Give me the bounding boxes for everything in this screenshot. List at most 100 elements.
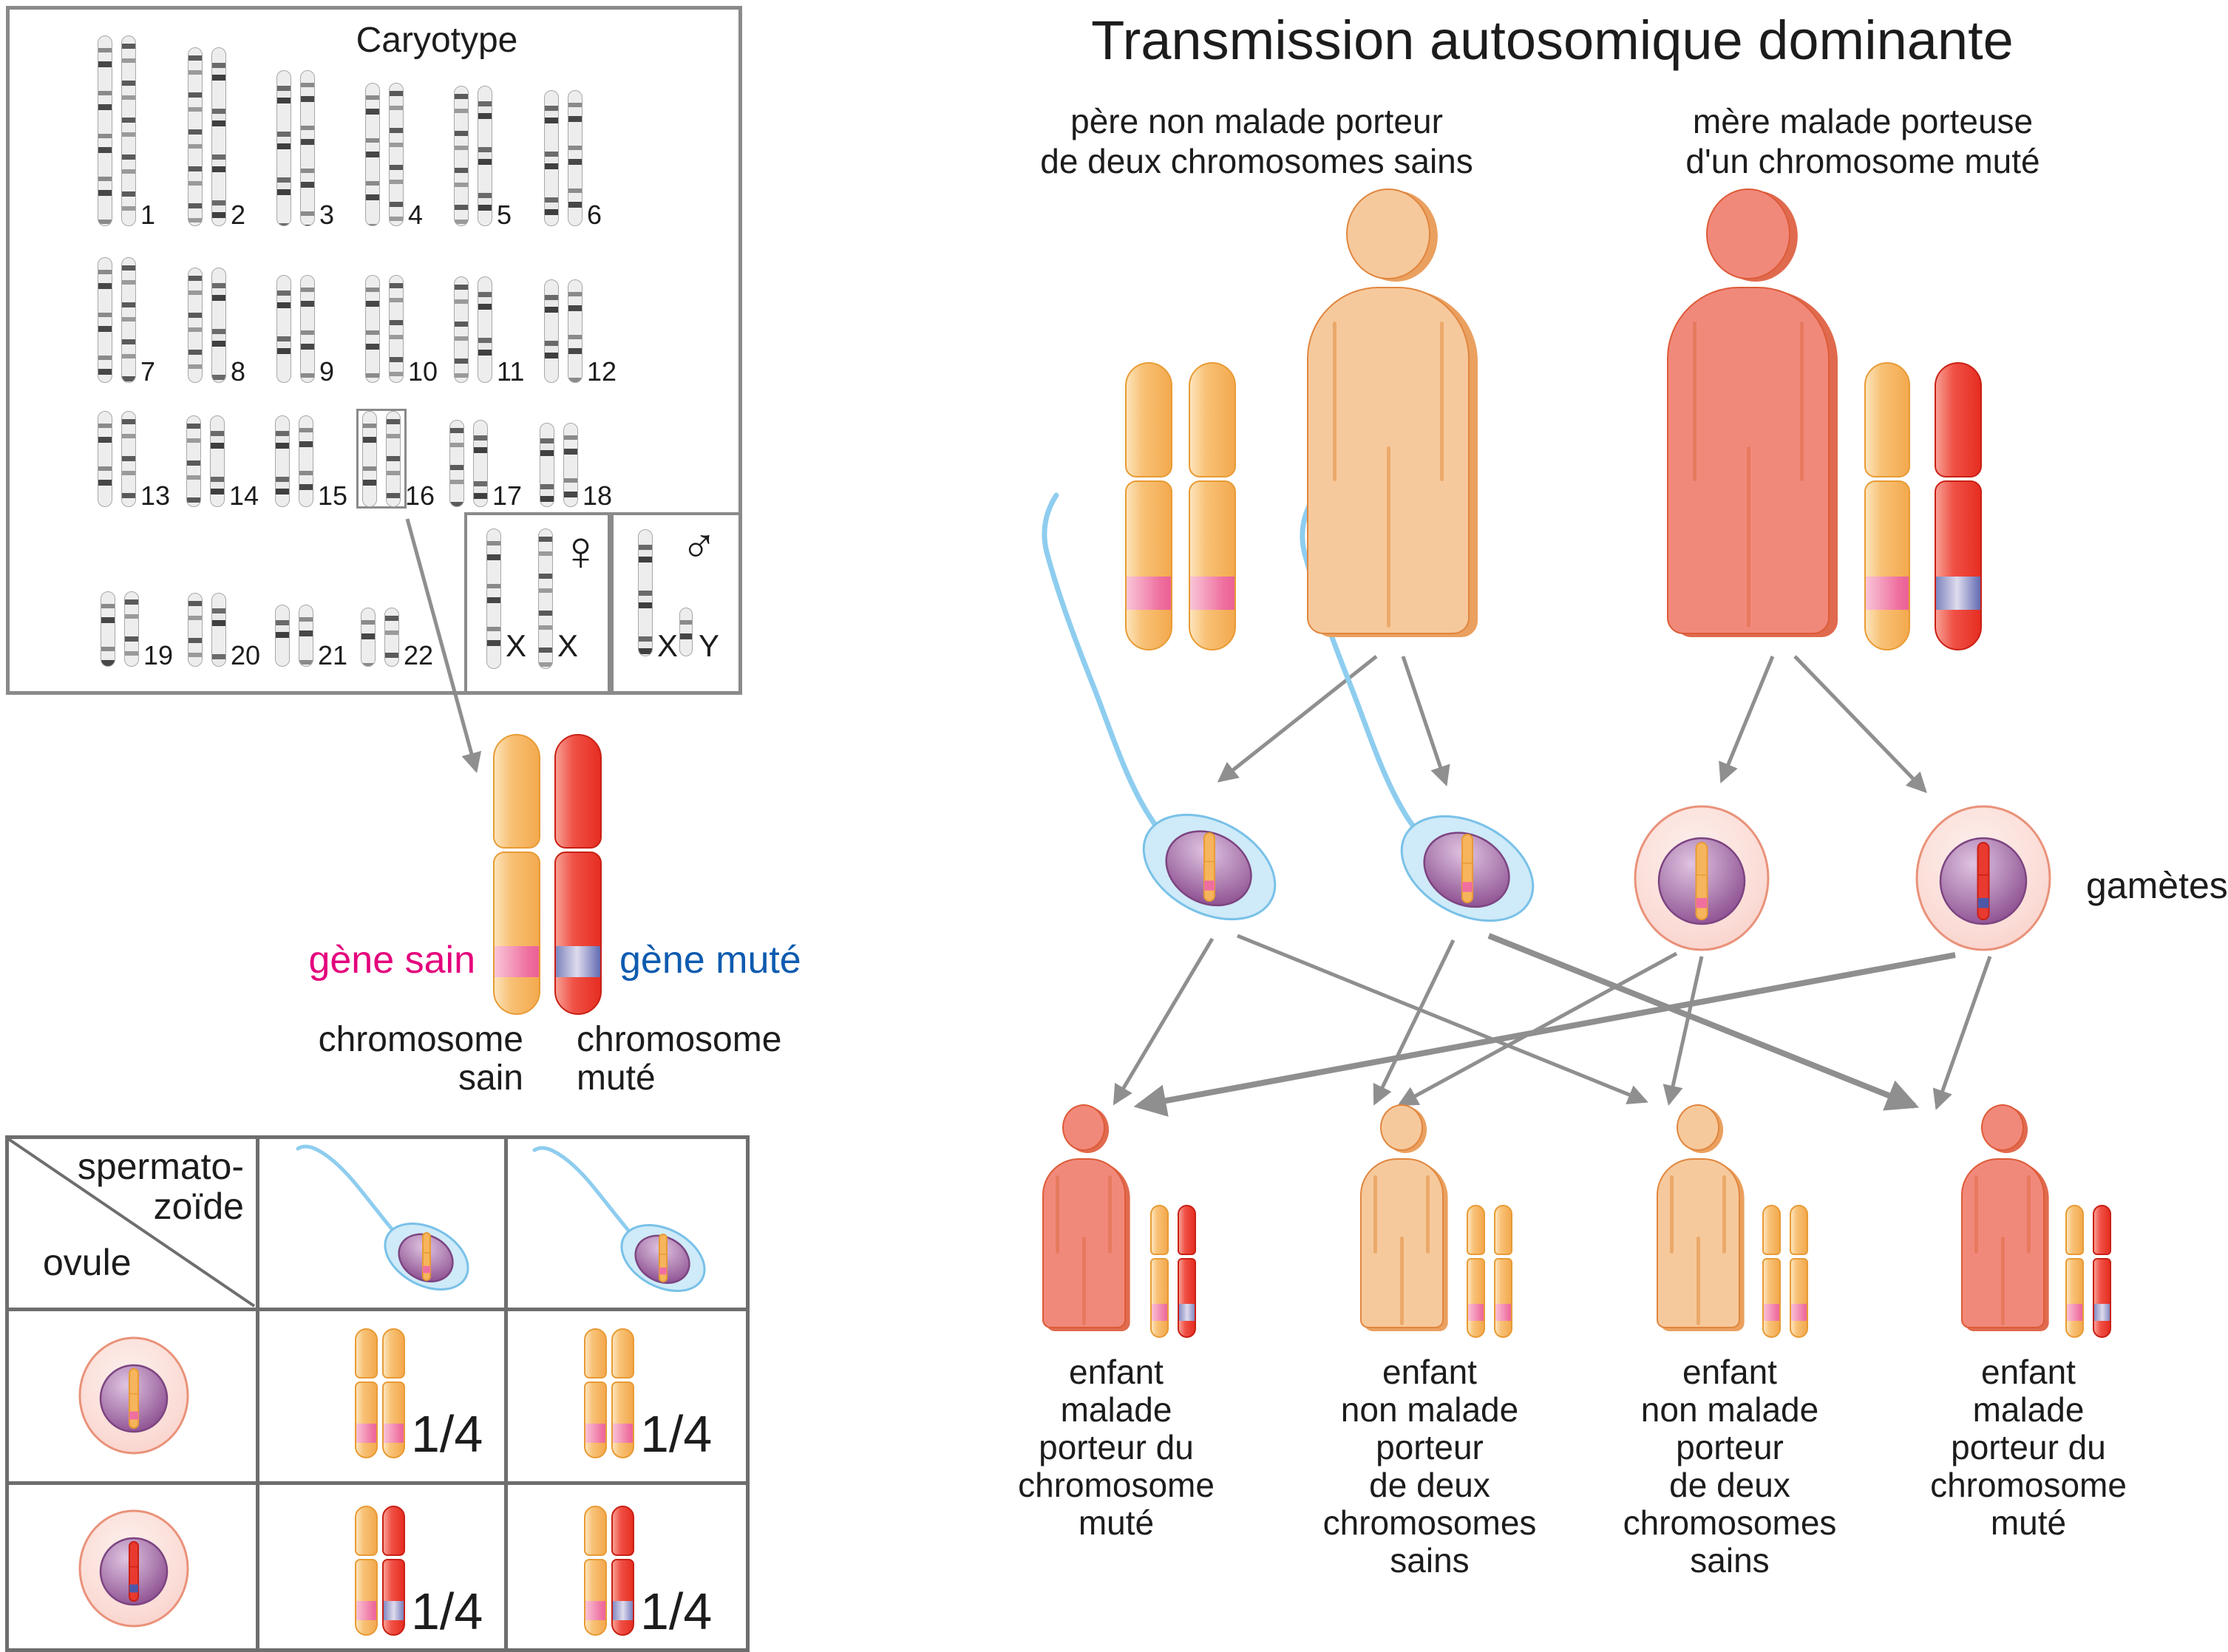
karyotype-chromosome	[121, 35, 136, 226]
chromosome-band	[2094, 1304, 2110, 1321]
person-arm-line	[1426, 1175, 1430, 1254]
karyotype-pair-label: 11	[497, 356, 525, 387]
chromosome-arm-top	[2065, 1205, 2084, 1255]
chromosome-arm-bottom	[355, 1559, 378, 1636]
punnett-chromosome-healthy	[584, 1506, 607, 1636]
child-2-label-line2: non malade	[1340, 1390, 1519, 1429]
chromatid	[422, 1232, 431, 1281]
child-chromosome-healthy	[1150, 1205, 1169, 1338]
chromosome-arm-bottom	[1864, 480, 1910, 650]
mother-label-line1: mère malade porteuse	[1692, 102, 2034, 140]
karyotype-chromosome	[98, 411, 112, 507]
chromosome-band	[1127, 577, 1171, 610]
chromosome-arm-top	[1494, 1205, 1512, 1255]
chromatid	[1203, 832, 1215, 902]
chromosome-band	[384, 1424, 404, 1443]
sperm-cell	[1042, 492, 1277, 921]
child-2-label-line5: chromosomes	[1322, 1503, 1537, 1542]
karyotype-pair-label: 18	[583, 480, 613, 511]
chromosome-arm-top	[1125, 362, 1172, 477]
arrow	[1401, 656, 1450, 786]
person-head	[1345, 188, 1431, 280]
karyotype-chromosome	[211, 268, 226, 383]
karyotype-pair-label: 9	[319, 356, 335, 387]
sex-chromosome-label: Y	[699, 628, 720, 663]
arrow	[1217, 655, 1378, 783]
chromosome-mute-label-line2: muté	[577, 1058, 656, 1098]
karyotype-pair-label: 17	[492, 480, 523, 511]
fraction-2: 1/4	[640, 1405, 713, 1463]
egg-cell	[78, 1336, 189, 1455]
punnett-row-line-1	[5, 1308, 750, 1311]
karyotype-pair-label: 15	[318, 480, 348, 511]
child-1-label-line3: porteur du	[1039, 1428, 1194, 1466]
chromosome-arm-top	[355, 1506, 378, 1556]
karyotype-chromosome	[299, 605, 313, 667]
chromosome-arm-bottom	[382, 1559, 405, 1636]
chromosome-arm-top	[611, 1506, 634, 1556]
person-arm-line	[1055, 1175, 1059, 1254]
child-4-label-line2: malade	[1972, 1390, 2085, 1429]
male-symbol-icon: ♂	[681, 518, 718, 573]
chromosome-arm-top	[1864, 362, 1910, 477]
chromosome-arm-top	[1790, 1205, 1808, 1255]
chromatid	[129, 1541, 139, 1602]
arrow	[1719, 656, 1775, 783]
person-leg-line	[1399, 1237, 1404, 1325]
fraction-3: 1/4	[411, 1583, 483, 1640]
person-leg-line	[1081, 1237, 1086, 1325]
karyotype-pair-label: 19	[143, 640, 174, 670]
mother-label-line2: d'un chromosome muté	[1685, 142, 2040, 180]
chromosome-arm-bottom	[584, 1381, 607, 1458]
karyotype-chromosome	[361, 608, 376, 667]
egg-cell	[1915, 805, 2051, 951]
person-leg-line	[1696, 1237, 1700, 1325]
chromosome-arm-top	[584, 1328, 607, 1379]
punnett-chromosome-healthy	[355, 1506, 378, 1636]
karyotype-chromosome	[188, 47, 203, 226]
child-1-label-line1: enfant	[1069, 1353, 1164, 1391]
child-3-label-line5: chromosomes	[1623, 1503, 1837, 1542]
chromosome-arm-top	[1189, 362, 1236, 477]
punnett-chromosome-mutated	[382, 1506, 405, 1636]
child-chromosome-mutated	[2093, 1205, 2111, 1338]
chromosome-arm-top	[382, 1328, 405, 1379]
chromatid	[659, 1234, 668, 1282]
karyotype-pair-label: 16	[405, 480, 435, 511]
arrow	[1793, 655, 1927, 793]
child-3-label-line1: enfant	[1682, 1353, 1777, 1391]
egg-cell	[1634, 805, 1770, 951]
karyotype-chromosome	[389, 275, 404, 383]
chromosome-band	[1936, 577, 1980, 610]
chromosome-band	[585, 1601, 605, 1620]
punnett-column-line-2	[504, 1135, 508, 1652]
karyotype-chromosome	[568, 90, 583, 226]
person-leg-line	[1746, 446, 1750, 628]
chromosome-arm-top	[382, 1506, 405, 1556]
chromosome-band	[495, 946, 539, 977]
chromosome-mute-label-line1: chromosome	[577, 1020, 782, 1059]
female-symbol-icon: ♀	[560, 520, 602, 582]
karyotype-chromosome	[188, 268, 203, 383]
karyotype-chromosome	[276, 275, 291, 383]
karyotype-chromosome	[186, 415, 201, 507]
person-arm-line	[1974, 1175, 1978, 1254]
father-label-line1: père non malade porteur	[1070, 102, 1443, 140]
person-head	[1705, 188, 1791, 280]
arrow	[1133, 952, 1956, 1117]
punnett-header-sperm-line1: spermato-	[77, 1146, 244, 1187]
punnett-chromosome-healthy	[611, 1328, 634, 1458]
main-title: Transmission autosomique dominante	[1091, 10, 2014, 71]
chromosome-sain-label-line2: sain	[458, 1058, 523, 1098]
karyotype-pair-label: 2	[231, 200, 246, 230]
karyotype-pair-label: 13	[140, 480, 171, 511]
chromosome-arm-bottom	[1935, 480, 1982, 650]
xx-box	[464, 512, 611, 695]
chromatid	[1695, 842, 1708, 920]
person-arm-line	[1693, 322, 1697, 482]
punnett-column-line-1	[256, 1135, 259, 1652]
sperm-cell	[296, 1144, 469, 1291]
punnett-header-sperm-line2: zoïde	[153, 1186, 244, 1227]
sperm-cell	[1300, 494, 1535, 922]
